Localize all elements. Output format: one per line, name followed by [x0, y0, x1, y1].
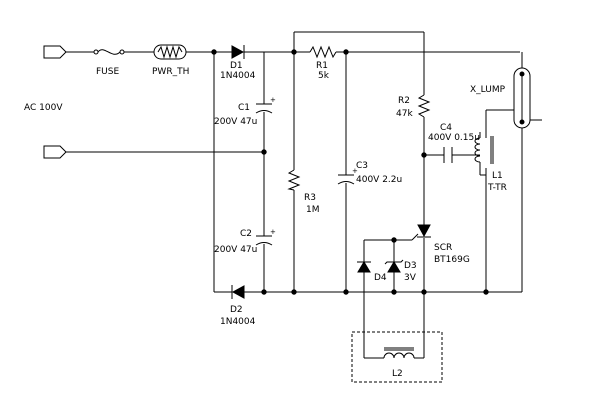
c3-value: 400V 2.2u: [356, 175, 402, 185]
c3-ref: C3: [356, 161, 368, 171]
capacitor-c2: +: [255, 228, 276, 246]
svg-text:+: +: [270, 228, 276, 236]
l1-ref: L1: [492, 171, 503, 181]
inductor-l2: [351, 331, 443, 383]
r1-ref: R1: [316, 61, 328, 71]
diode-d1: [231, 45, 245, 59]
d2-value: 1N4004: [220, 317, 256, 327]
c1-value: 200V 47u: [214, 117, 257, 127]
d2-ref: D2: [230, 305, 243, 315]
lamp-label: X_LUMP: [470, 85, 506, 95]
zener-d3: [384, 259, 404, 273]
l1-value: T-TR: [487, 183, 507, 193]
d3-value: 3V: [404, 273, 417, 283]
thermistor-symbol: [153, 44, 187, 60]
resistor-r1: [309, 45, 337, 59]
d1-ref: D1: [230, 61, 243, 71]
r3-ref: R3: [304, 193, 316, 203]
d4-ref: D4: [374, 273, 387, 283]
terminal-bottom: [43, 145, 67, 159]
diode-d2: [231, 285, 245, 299]
svg-text:+: +: [270, 96, 276, 104]
source-label: AC 100V: [24, 103, 63, 113]
thermistor-label: PWR_TH: [152, 67, 189, 77]
l2-ref: L2: [392, 369, 403, 379]
fuse-symbol: [93, 49, 125, 55]
c4-ref: C4: [440, 123, 452, 133]
resistor-r2: [417, 94, 431, 118]
r2-value: 47k: [396, 109, 413, 119]
r3-value: 1M: [306, 205, 320, 215]
capacitor-c1: +: [255, 96, 276, 114]
wires: [66, 31, 542, 359]
lamp-symbol: [513, 67, 531, 129]
capacitor-c4: [443, 147, 453, 163]
diode-d4: [357, 261, 371, 273]
r2-ref: R2: [398, 96, 410, 106]
capacitor-c3: +: [337, 167, 358, 185]
r1-value: 5k: [318, 71, 330, 81]
c2-ref: C2: [240, 229, 252, 239]
svg-text:+: +: [352, 167, 358, 175]
resistor-r3: [287, 169, 301, 191]
c4-value: 400V 0.15u: [428, 133, 480, 143]
scr-symbol: [417, 224, 431, 238]
scr-value: BT169G: [434, 255, 470, 265]
junction-dots: [211, 49, 489, 295]
d3-ref: D3: [404, 261, 417, 271]
d1-value: 1N4004: [220, 71, 256, 81]
transformer-l1: [474, 136, 494, 164]
c2-value: 200V 47u: [214, 245, 257, 255]
fuse-label: FUSE: [96, 67, 119, 77]
c1-ref: C1: [238, 103, 250, 113]
terminal-top: [43, 45, 67, 59]
scr-ref: SCR: [434, 243, 452, 253]
